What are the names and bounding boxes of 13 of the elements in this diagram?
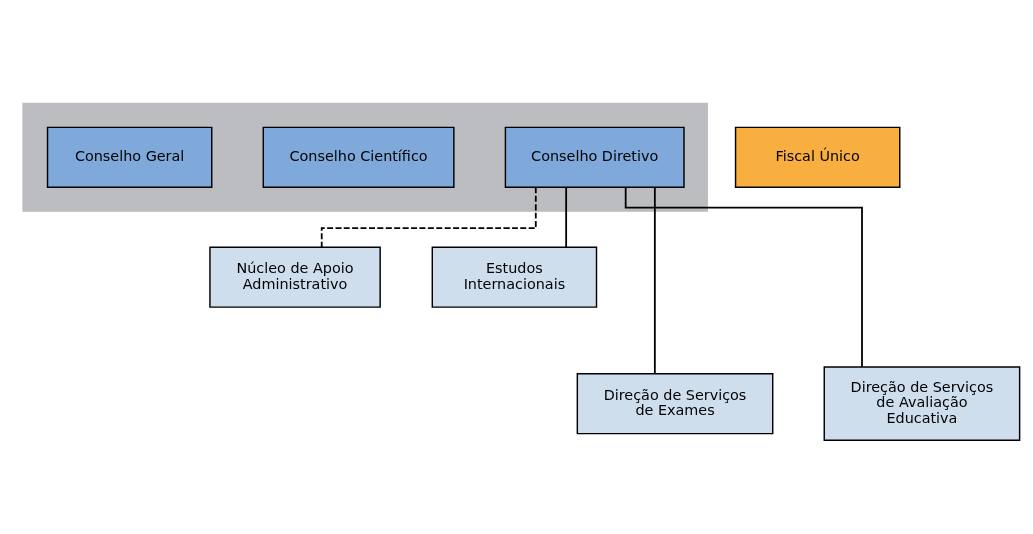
node-box: Direção de Serviços de Avaliação Educativa xyxy=(823,366,1021,441)
node-box: Conselho Científico xyxy=(262,126,455,188)
connector xyxy=(624,186,863,368)
node-box: Conselho Diretivo xyxy=(504,126,685,188)
node-box: Núcleo de Apoio Administrativo xyxy=(209,246,381,308)
node-box: Estudos Internacionais xyxy=(431,246,598,308)
connector xyxy=(320,186,537,248)
connector xyxy=(565,186,568,248)
node-box: Direção de Serviços de Exames xyxy=(576,372,774,435)
node-box: Fiscal Único xyxy=(734,126,901,188)
node-box: Conselho Geral xyxy=(46,126,213,188)
cluster xyxy=(22,102,708,212)
connector xyxy=(653,186,656,375)
